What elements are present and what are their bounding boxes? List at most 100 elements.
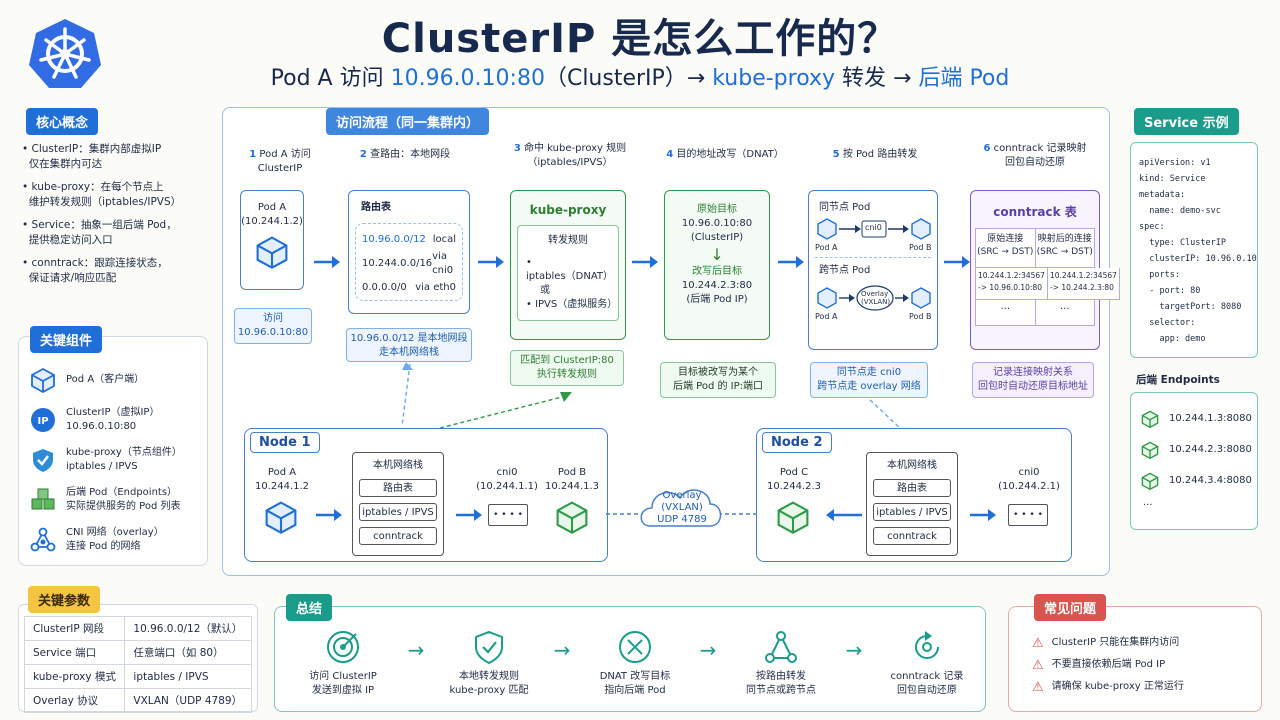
cube-icon xyxy=(31,367,55,393)
step-3-label: 3 命中 kube-proxy 规则（iptables/IPVS） xyxy=(513,143,627,168)
target-icon xyxy=(327,631,359,663)
components-list: Pod A（客户端） IP ClusterIP（虚拟IP）10.96.0.10:… xyxy=(30,360,206,560)
cube-green-icon xyxy=(777,501,809,534)
flow-route-note: 10.96.0.0/12 是本地网段走本机网络栈 xyxy=(346,328,472,362)
concept-item: • conntrack：跟踪连接状态， 保证请求/响应匹配 xyxy=(22,257,168,284)
step-6-label: 6 conntrack 记录映射回包自动还原 xyxy=(983,143,1087,168)
endpoint-item: 10.244.1.3:8080 xyxy=(1131,403,1257,434)
faq-title: 常见问题 xyxy=(1034,594,1107,621)
cross-node-diagram xyxy=(817,285,931,311)
faq-panel xyxy=(1008,606,1262,712)
overlay-cloud-icon xyxy=(606,489,760,527)
ip-icon: IP xyxy=(31,408,55,432)
arrow-right-icon: → xyxy=(699,638,717,662)
cube-icon xyxy=(256,236,288,269)
component-backend: 后端 Pod（Endpoints）实际提供服务的 Pod 列表 xyxy=(30,480,206,520)
node-2-title: Node 2 xyxy=(762,432,832,453)
flow-pod-a: Pod A (10.244.1.2) xyxy=(240,190,304,290)
concept-item: • kube-proxy：在每个节点上 维护转发规则（iptables/IPVS… xyxy=(22,181,182,208)
svg-text:IP: IP xyxy=(37,416,48,427)
summary-title: 总结 xyxy=(286,594,333,621)
arrow-right-icon xyxy=(778,256,804,268)
table-row: Service 端口任意端口（如 80） xyxy=(23,640,252,665)
faq-item: ⚠请确保 kube-proxy 正常运行 xyxy=(1032,679,1184,695)
kubernetes-logo-icon xyxy=(29,19,101,88)
overlay-label: Overlay(VXLAN)UDP 4789 xyxy=(657,490,707,525)
flow-kube-proxy: kube-proxy 转发规则 • iptables（DNAT） 或 • IPV… xyxy=(510,190,626,340)
summary-item: conntrack 记录回包自动还原 xyxy=(874,628,980,698)
components-title: 关键组件 xyxy=(30,326,103,353)
endpoints-list: 10.244.1.3:8080 10.244.2.3:8080 10.244.3… xyxy=(1130,392,1258,530)
service-yaml-text: apiVersion: v1 kind: Service metadata: n… xyxy=(1139,158,1257,344)
arrow-right-icon: → xyxy=(407,638,425,662)
shield-icon xyxy=(33,449,53,472)
endpoints-ellipsis: ... xyxy=(1143,497,1153,508)
arrow-right-icon: → xyxy=(553,638,571,662)
cube-green-icon xyxy=(556,501,588,534)
component-kube-proxy: kube-proxy（节点组件）iptables / IPVS xyxy=(30,440,206,480)
warning-icon: ⚠ xyxy=(1032,635,1044,651)
faq-item: ⚠不要直接依赖后端 Pod IP xyxy=(1032,657,1166,673)
faq-item: ⚠ClusterIP 只能在集群内访问 xyxy=(1032,635,1180,651)
endpoint-item: 10.244.3.4:8080 xyxy=(1131,465,1257,496)
page-title: ClusterIP 是怎么工作的？ xyxy=(381,16,899,62)
cube-green-icon xyxy=(1141,441,1159,459)
flow-route-pod: 同节点 Pod cni0 Pod A Pod B 跨节点 Pod Overlay… xyxy=(808,190,938,350)
flow-conntrack: conntrack 表 原始连接(SRC → DST) 映射后的连接(SRC →… xyxy=(970,190,1120,350)
arrow-down-icon: ↓ xyxy=(710,245,724,264)
node-1-title: Node 1 xyxy=(250,432,320,453)
arrow-right-icon xyxy=(314,256,340,268)
flow-dnat: 原始目标 10.96.0.10:80 (ClusterIP) ↓ 改写后目标 1… xyxy=(664,190,770,340)
service-title: Service 示例 xyxy=(1134,108,1239,135)
cube-icon xyxy=(265,501,297,534)
component-pod-a: Pod A（客户端） xyxy=(30,360,206,400)
faq-list: ⚠ClusterIP 只能在集群内访问 ⚠不要直接依赖后端 Pod IP ⚠请确… xyxy=(1032,632,1256,698)
arrow-right-icon xyxy=(632,256,658,268)
arrow-right-icon: → xyxy=(845,638,863,662)
node-1-cni: cni0(10.244.1.1) xyxy=(476,467,538,492)
flow-conntrack-note: 记录连接映射关系回包时自动还原目标地址 xyxy=(972,362,1094,398)
service-yaml: apiVersion: v1 kind: Service metadata: n… xyxy=(1130,142,1258,358)
step-2-label: 2 查路由：本地网段 xyxy=(359,149,451,160)
flow-title: 访问流程（同一集群内） xyxy=(326,108,490,135)
component-clusterip: IP ClusterIP（虚拟IP）10.96.0.10:80 xyxy=(30,400,206,440)
component-cni: CNI 网络（overlay）连接 Pod 的网络 xyxy=(30,520,206,560)
step-4-label: 4 目的地址改写（DNAT） xyxy=(666,149,784,160)
arrow-right-icon xyxy=(478,256,504,268)
concepts-title: 核心概念 xyxy=(26,108,99,135)
network-icon xyxy=(764,631,797,663)
params-title: 关键参数 xyxy=(28,586,101,613)
arrow-right-icon xyxy=(316,509,342,521)
same-node-diagram xyxy=(817,218,931,240)
shield-icon xyxy=(474,630,503,665)
warning-icon: ⚠ xyxy=(1032,679,1044,695)
cubes-icon xyxy=(31,488,55,510)
node-1-cni-box: • • • • xyxy=(488,504,528,526)
warning-icon: ⚠ xyxy=(1032,657,1044,673)
node-2-stack: 本机网络栈 路由表 iptables / IPVS conntrack xyxy=(866,452,958,556)
arrow-right-icon xyxy=(944,256,970,268)
page-subtitle: Pod A 访问 10.96.0.10:80（ClusterIP）→ kube-… xyxy=(270,66,1010,91)
node-2-cni-box: • • • • xyxy=(1008,504,1048,526)
node-1-stack: 本机网络栈 路由表 iptables / IPVS conntrack xyxy=(352,452,444,556)
dashed-connectors xyxy=(401,362,901,429)
concept-item: • ClusterIP：集群内部虚拟IP 仅在集群内可达 xyxy=(22,143,162,170)
arrow-right-icon xyxy=(456,509,482,521)
endpoints-title: 后端 Endpoints xyxy=(1136,374,1220,386)
network-icon xyxy=(30,527,56,552)
refresh-icon xyxy=(914,631,939,659)
arrow-left-icon xyxy=(826,509,862,521)
